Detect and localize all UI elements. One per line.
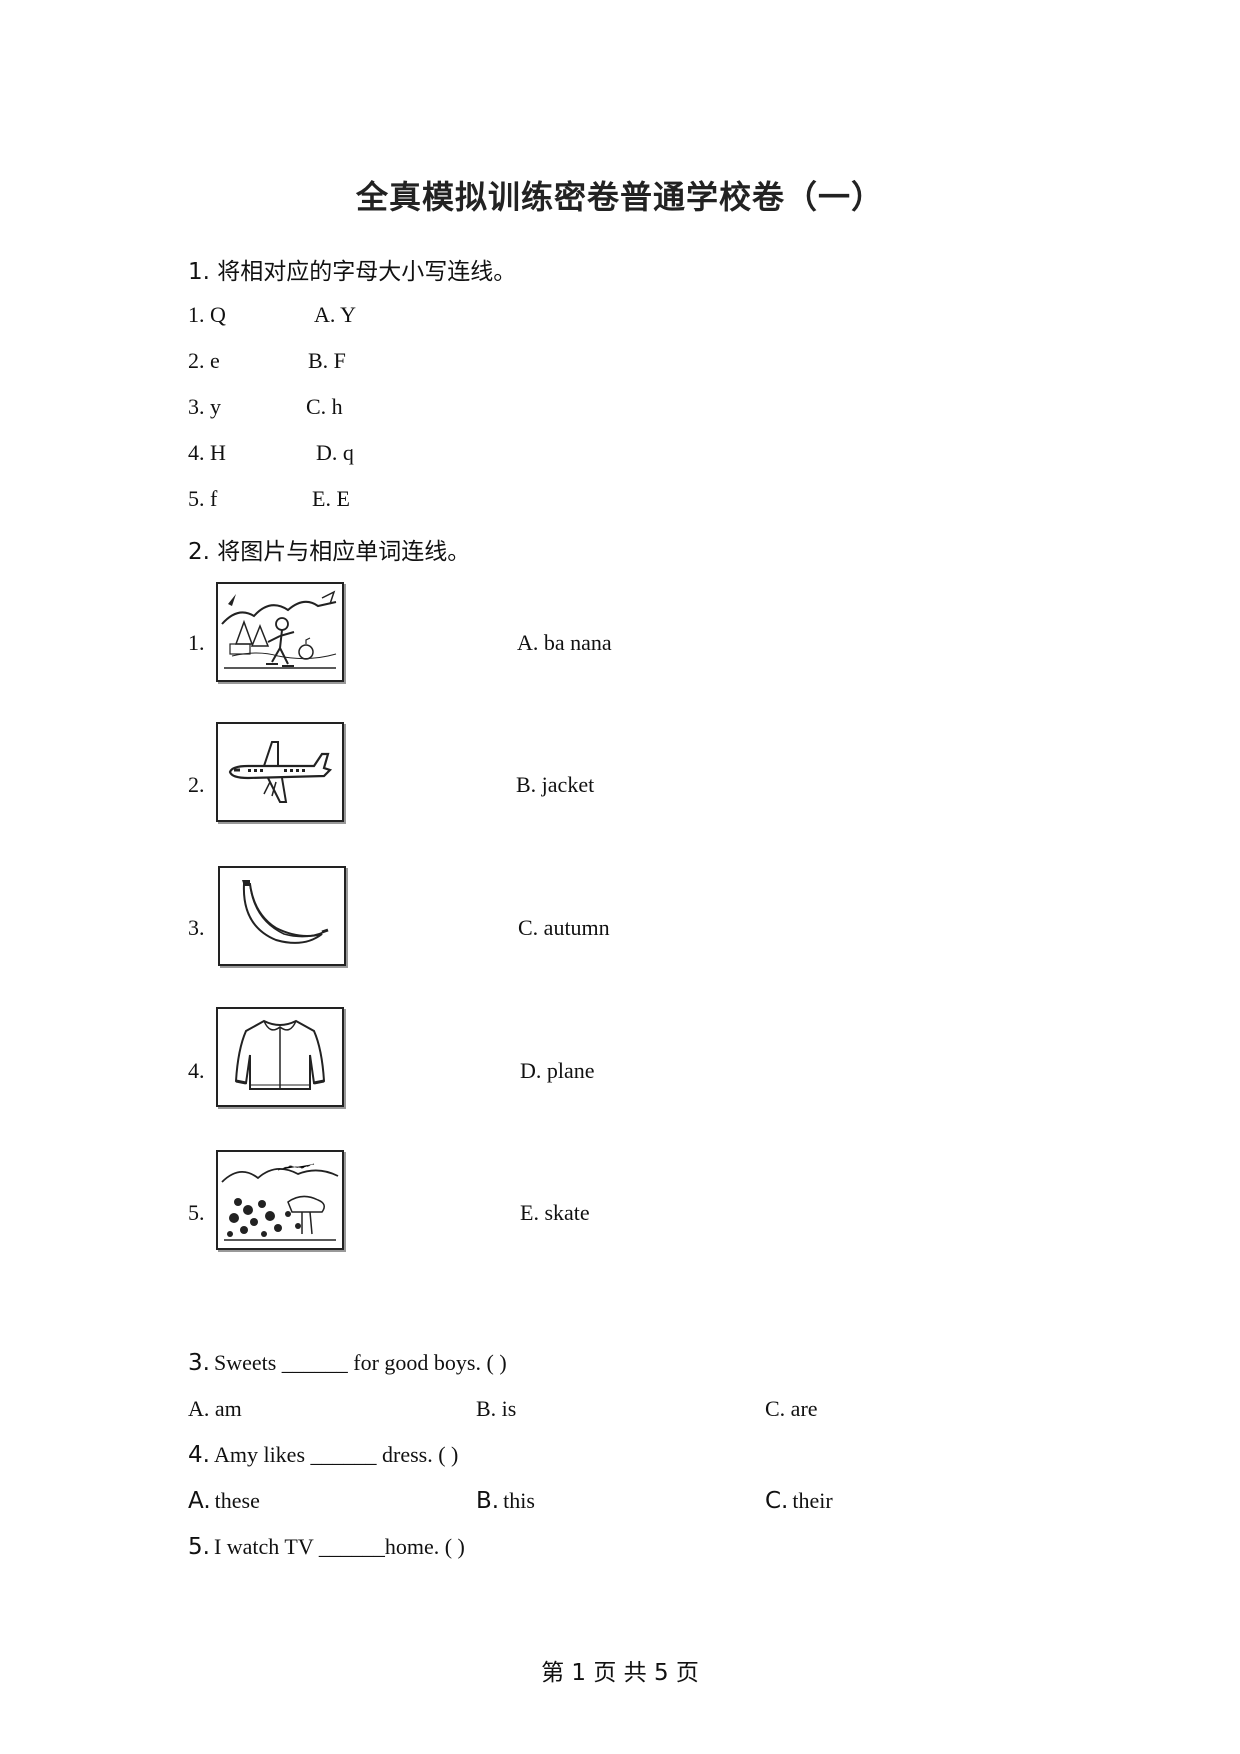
q5-number: 5.: [188, 1534, 210, 1560]
q4-option: B. this: [476, 1488, 535, 1514]
q2-heading: 2. 将图片与相应单词连线。: [188, 539, 471, 565]
q1-left-item: 2. e: [188, 348, 220, 373]
q4-line: 4. Amy likes ______ dress. ( ): [188, 1442, 458, 1468]
plane-picture: [216, 722, 344, 822]
q1-heading: 1. 将相对应的字母大小写连线。: [188, 259, 517, 285]
skating-scene-icon: [221, 590, 337, 669]
skating-scene-picture: [216, 582, 344, 682]
q4-number: 4.: [188, 1442, 210, 1468]
q5-text: I watch TV ______home. ( ): [213, 1534, 465, 1559]
page-footer: 第 1 页 共 5 页: [541, 1660, 699, 1686]
q1-left-item: 5. f: [188, 486, 218, 511]
q4-option-text: their: [792, 1488, 833, 1513]
q1-right-item: B. F: [308, 348, 346, 373]
jacket-icon: [234, 1019, 326, 1090]
q1-right-item: D. q: [316, 440, 354, 465]
q4-option-letter: A.: [188, 1488, 211, 1514]
q4-option-text: these: [214, 1488, 260, 1513]
autumn-scene-picture: [216, 1150, 344, 1250]
page-title: 全真模拟训练密卷普通学校卷（一）: [355, 178, 884, 216]
q2-number: 5.: [188, 1200, 205, 1225]
plane-icon: [228, 741, 333, 803]
q1-right-item: A. Y: [314, 302, 356, 327]
q2-word: D. plane: [520, 1058, 595, 1083]
q3-text: Sweets ______ for good boys. ( ): [213, 1350, 507, 1375]
q4-option-letter: B.: [476, 1488, 500, 1514]
q2-word: C. autumn: [518, 915, 610, 940]
q3-option: A. am: [188, 1396, 242, 1421]
q4-option: C. their: [765, 1488, 833, 1514]
banana-picture: [218, 866, 346, 966]
q2-number: 4.: [188, 1058, 205, 1083]
q5-line: 5. I watch TV ______home. ( ): [188, 1534, 465, 1560]
q2-word: B. jacket: [516, 772, 595, 797]
q2-word: A. ba nana: [517, 630, 612, 655]
q3-option: C. are: [765, 1396, 818, 1421]
q3-number: 3.: [188, 1350, 210, 1376]
q2-word: E. skate: [520, 1200, 590, 1225]
q4-text: Amy likes ______ dress. ( ): [213, 1442, 459, 1467]
q3-line: 3. Sweets ______ for good boys. ( ): [188, 1350, 507, 1376]
q2-number: 3.: [188, 915, 205, 940]
q1-left-item: 4. H: [188, 440, 226, 465]
q4-option: A. these: [188, 1488, 260, 1514]
q2-number: 1.: [188, 630, 205, 655]
banana-icon: [242, 880, 329, 944]
q1-left-item: 1. Q: [188, 302, 226, 327]
q1-left-item: 3. y: [188, 394, 221, 419]
q3-option: B. is: [476, 1396, 517, 1421]
jacket-picture: [216, 1007, 344, 1107]
q4-option-text: this: [503, 1488, 535, 1513]
q4-option-letter: C.: [765, 1488, 789, 1514]
q1-right-item: C. h: [306, 394, 343, 419]
autumn-scene-icon: [221, 1163, 339, 1241]
q1-right-item: E. E: [312, 486, 350, 511]
q2-number: 2.: [188, 772, 205, 797]
